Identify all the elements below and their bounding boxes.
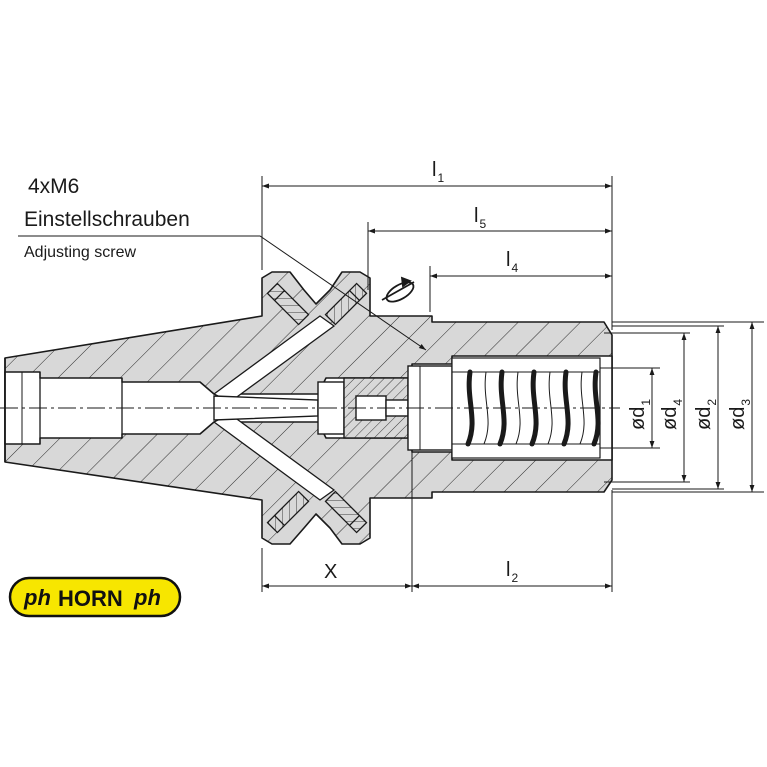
dimension-lines xyxy=(18,176,764,592)
callout-english: Adjusting screw xyxy=(24,244,136,261)
screw-bottom-left xyxy=(266,490,310,534)
callout-thread: 4xM6 xyxy=(28,175,79,198)
logo-mark-right: ph xyxy=(133,585,161,610)
dim-l2-label: l2 xyxy=(506,559,518,585)
dim-d4-label: ød4 xyxy=(659,399,685,430)
dim-d1-label: ød1 xyxy=(627,399,653,430)
horn-logo: ph HORN ph xyxy=(8,576,182,618)
dim-x-label: X xyxy=(324,561,337,583)
dim-l5-label: l5 xyxy=(474,205,486,231)
screw-bottom-right xyxy=(324,490,368,534)
rotation-arrow-icon xyxy=(381,276,415,303)
screw-top-right xyxy=(324,282,368,326)
logo-background xyxy=(8,576,182,618)
flange-screws xyxy=(266,282,368,534)
callout-german: Einstellschrauben xyxy=(24,208,190,231)
callout-leader xyxy=(18,235,427,351)
logo-text: HORN xyxy=(58,586,123,611)
dim-d2-label: ød2 xyxy=(693,399,719,430)
dim-l4-label: l4 xyxy=(506,249,518,275)
dim-l1-label: l1 xyxy=(432,159,444,185)
dim-d3-label: ød3 xyxy=(727,399,753,430)
logo-mark-left: ph xyxy=(23,585,51,610)
screw-top-left xyxy=(266,282,310,326)
